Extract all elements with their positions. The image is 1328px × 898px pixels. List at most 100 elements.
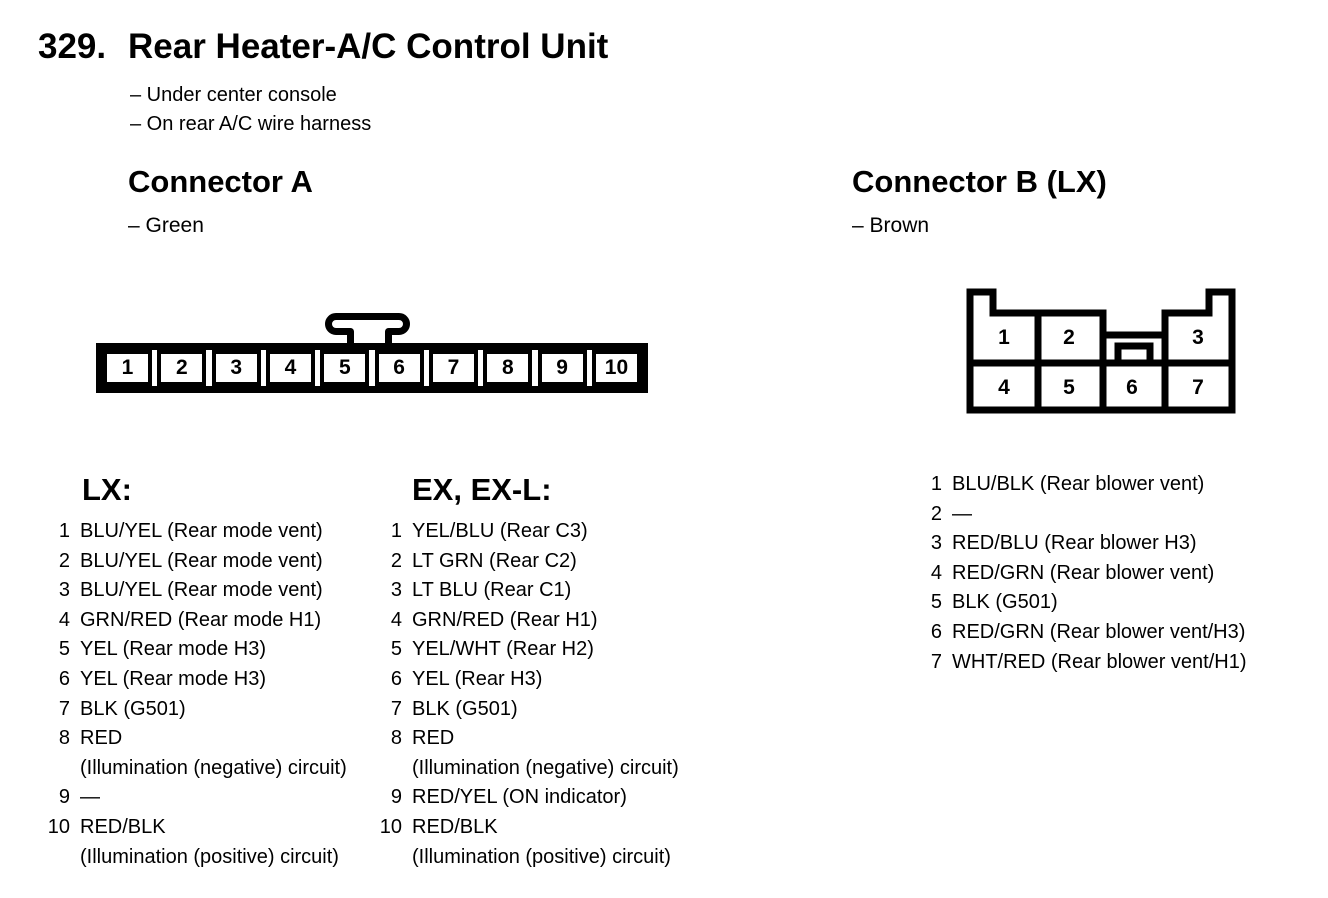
- pin-number: 8: [58, 727, 70, 750]
- pin-circuit-note: (Illumination (positive) circuit): [412, 845, 671, 868]
- pin-number: 10: [379, 815, 402, 838]
- connector-a-pin-cell: 10: [591, 350, 641, 386]
- pin-wire: BLK (G501): [952, 591, 1058, 614]
- pin-label: YEL/WHT (Rear H2): [412, 635, 594, 665]
- section-number: 329.: [38, 27, 107, 66]
- pin-label: —: [952, 500, 972, 530]
- pin-label: YEL/BLU (Rear C3): [412, 517, 588, 547]
- pin-number: 2: [390, 549, 402, 572]
- location-note: – On rear A/C wire harness: [130, 112, 372, 135]
- pin-number: 1: [390, 520, 402, 542]
- connector-a-pin-cell: 3: [211, 350, 261, 386]
- connector-a-pin-cell: 5: [320, 350, 370, 386]
- pin-number: 1: [58, 520, 70, 542]
- pin-number: 7: [390, 697, 402, 720]
- pin-row: 1 BLU/BLK (Rear blower vent): [912, 470, 1312, 500]
- pin-wire: RED/BLK: [80, 815, 166, 838]
- pin-row: 7 WHT/RED (Rear blower vent/H1): [912, 648, 1312, 678]
- connector-b-cell-dividers: [970, 313, 1232, 410]
- pin-number: 2: [58, 549, 70, 572]
- pin-label: RED/BLK (Illumination (positive) circuit…: [80, 813, 339, 872]
- pin-number: 6: [930, 620, 942, 643]
- pin-label: WHT/RED (Rear blower vent/H1): [952, 648, 1247, 678]
- pin-row: 6 YEL (Rear mode H3): [40, 665, 370, 695]
- pin-row: 2 BLU/YEL (Rear mode vent): [40, 547, 370, 577]
- pin-number: 3: [58, 579, 70, 602]
- pin-number: 5: [930, 591, 942, 614]
- pin-row: 7 BLK (G501): [40, 695, 370, 725]
- connector-a-pin-cell: 1: [103, 350, 152, 386]
- pin-label: YEL (Rear mode H3): [80, 665, 266, 695]
- pin-wire: YEL (Rear mode H3): [80, 638, 266, 661]
- pinout-list-ex: 1 YEL/BLU (Rear C3) 2 LT GRN (Rear C2) 3…: [372, 517, 717, 872]
- pin-wire: RED/YEL (ON indicator): [412, 786, 627, 809]
- pin-label: GRN/RED (Rear mode H1): [80, 606, 321, 636]
- connector-a-lock-tab-outline: [325, 313, 410, 350]
- pin-row: 3 BLU/YEL (Rear mode vent): [40, 576, 370, 606]
- pin-label: RED/YEL (ON indicator): [412, 783, 627, 813]
- pin-label: BLK (G501): [952, 588, 1058, 618]
- pin-number: 6: [390, 667, 402, 690]
- page-title: 329. Rear Heater-A/C Control Unit: [38, 27, 608, 67]
- pin-row: 4 RED/GRN (Rear blower vent): [912, 559, 1312, 589]
- pin-wire: LT BLU (Rear C1): [412, 579, 572, 602]
- pin-row: 5 BLK (G501): [912, 588, 1312, 618]
- pin-number: 1: [930, 473, 942, 495]
- pinout-list-connector-b: 1 BLU/BLK (Rear blower vent) 2 — 3 RED/B…: [912, 470, 1312, 677]
- pin-circuit-note: (Illumination (positive) circuit): [80, 845, 339, 868]
- pin-row: 8 RED (Illumination (negative) circuit): [40, 724, 370, 783]
- pin-wire: WHT/RED (Rear blower vent/H1): [952, 650, 1247, 673]
- pin-circuit-note: (Illumination (negative) circuit): [80, 756, 347, 779]
- pinout-list-lx: 1 BLU/YEL (Rear mode vent) 2 BLU/YEL (Re…: [40, 517, 370, 872]
- pin-number: 10: [47, 815, 70, 838]
- location-notes: – Under center console – On rear A/C wir…: [130, 81, 371, 138]
- pin-label: YEL (Rear H3): [412, 665, 542, 695]
- connector-a-heading: Connector A: [128, 164, 313, 199]
- pin-row: 6 RED/GRN (Rear blower vent/H3): [912, 618, 1312, 648]
- pin-number: 5: [58, 638, 70, 661]
- pin-number: 9: [390, 786, 402, 809]
- connector-b-diagram: [966, 288, 1236, 414]
- pin-row: 2 LT GRN (Rear C2): [372, 547, 717, 577]
- pin-number: 3: [390, 579, 402, 602]
- connector-b-keying-rib: [1114, 342, 1154, 363]
- pin-wire: RED/GRN (Rear blower vent): [952, 561, 1215, 584]
- pin-wire: RED: [412, 727, 455, 750]
- pin-wire: BLK (G501): [412, 697, 518, 720]
- pin-label: BLU/BLK (Rear blower vent): [952, 470, 1204, 500]
- connector-b-pin-cell: 2: [1063, 326, 1075, 349]
- pin-number: 2: [930, 502, 942, 525]
- pin-label: BLK (G501): [80, 695, 186, 725]
- pin-row: 3 RED/BLU (Rear blower H3): [912, 529, 1312, 559]
- connector-a-pin-cell: 9: [537, 350, 587, 386]
- pin-wire: LT GRN (Rear C2): [412, 549, 577, 572]
- pin-number: 9: [58, 786, 70, 809]
- pin-label: BLU/YEL (Rear mode vent): [80, 576, 323, 606]
- pin-wire: YEL/WHT (Rear H2): [412, 638, 594, 661]
- connector-a-pin-cell: 6: [374, 350, 424, 386]
- pin-label: RED/GRN (Rear blower vent/H3): [952, 618, 1245, 648]
- pin-number: 6: [58, 667, 70, 690]
- connector-b-pin-cell: 6: [1126, 376, 1138, 399]
- connector-b-heading: Connector B (LX): [852, 164, 1107, 199]
- pin-row: 1 YEL/BLU (Rear C3): [372, 517, 717, 547]
- pin-row: 3 LT BLU (Rear C1): [372, 576, 717, 606]
- pin-label: —: [80, 783, 100, 813]
- pin-wire: YEL (Rear mode H3): [80, 667, 266, 690]
- pin-row: 10 RED/BLK (Illumination (positive) circ…: [372, 813, 717, 872]
- pin-row: 10 RED/BLK (Illumination (positive) circ…: [40, 813, 370, 872]
- pin-label: LT GRN (Rear C2): [412, 547, 577, 577]
- trim-heading-ex: EX, EX-L:: [412, 472, 552, 507]
- connector-b-pin-cell: 3: [1192, 326, 1204, 349]
- pin-label: RED (Illumination (negative) circuit): [80, 724, 347, 783]
- pin-number: 3: [930, 532, 942, 555]
- pin-label: RED/BLU (Rear blower H3): [952, 529, 1197, 559]
- pin-label: YEL (Rear mode H3): [80, 635, 266, 665]
- pin-row: 6 YEL (Rear H3): [372, 665, 717, 695]
- connector-b-color-note: – Brown: [852, 214, 930, 237]
- connector-a-pin-cell: 8: [483, 350, 533, 386]
- pin-label: RED (Illumination (negative) circuit): [412, 724, 679, 783]
- pin-row: 9 —: [40, 783, 370, 813]
- connector-a-pin-cell: 7: [428, 350, 478, 386]
